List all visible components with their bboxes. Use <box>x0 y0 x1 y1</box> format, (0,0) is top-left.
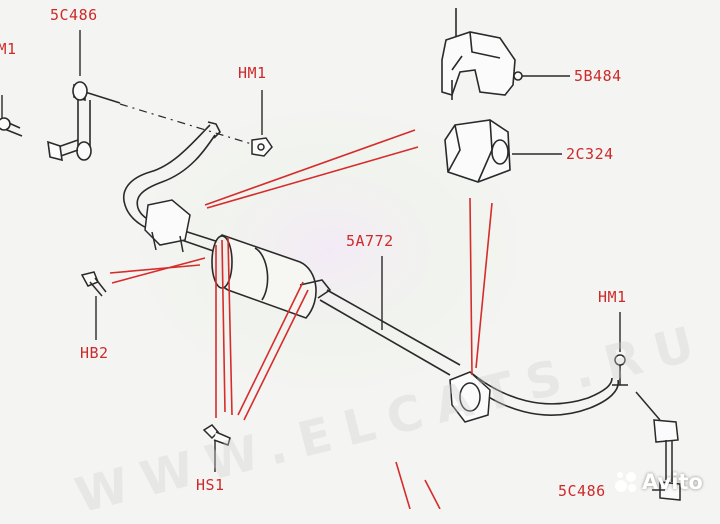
label-link-bottom-right: 5C486 <box>558 482 606 500</box>
avito-badge: Avito <box>614 470 703 494</box>
label-nut-upper: HM1 <box>238 64 267 82</box>
avito-logo-icon <box>615 472 636 492</box>
nut-upper <box>251 137 273 157</box>
bushing-bracket <box>441 8 523 100</box>
bolt-bottom <box>202 424 231 446</box>
background-glow <box>100 80 560 420</box>
label-stabilizer-bar: 5A772 <box>346 232 394 250</box>
label-nut-top-left-edge: HM1 <box>0 40 17 58</box>
leader-lines <box>1 30 665 491</box>
label-bushing: 2C324 <box>566 145 614 163</box>
end-link-upper-left <box>0 81 121 162</box>
label-bracket: 5B484 <box>574 67 622 85</box>
rubber-bushing <box>444 119 511 183</box>
red-annotations <box>109 129 493 509</box>
bolt-left <box>80 271 107 297</box>
bar-clamp-right <box>449 371 491 423</box>
diagram-canvas <box>0 8 681 509</box>
bar-clamp-left <box>144 199 191 253</box>
end-link-lower-right <box>612 354 681 501</box>
label-nut-right: HM1 <box>598 288 627 306</box>
axis-dash-upper <box>119 103 256 146</box>
label-bolt-left: HB2 <box>80 344 109 362</box>
label-link-top-left: 5C486 <box>50 6 98 24</box>
avito-wordmark: Avito <box>642 470 703 494</box>
label-bolt-bottom: HS1 <box>196 476 225 494</box>
